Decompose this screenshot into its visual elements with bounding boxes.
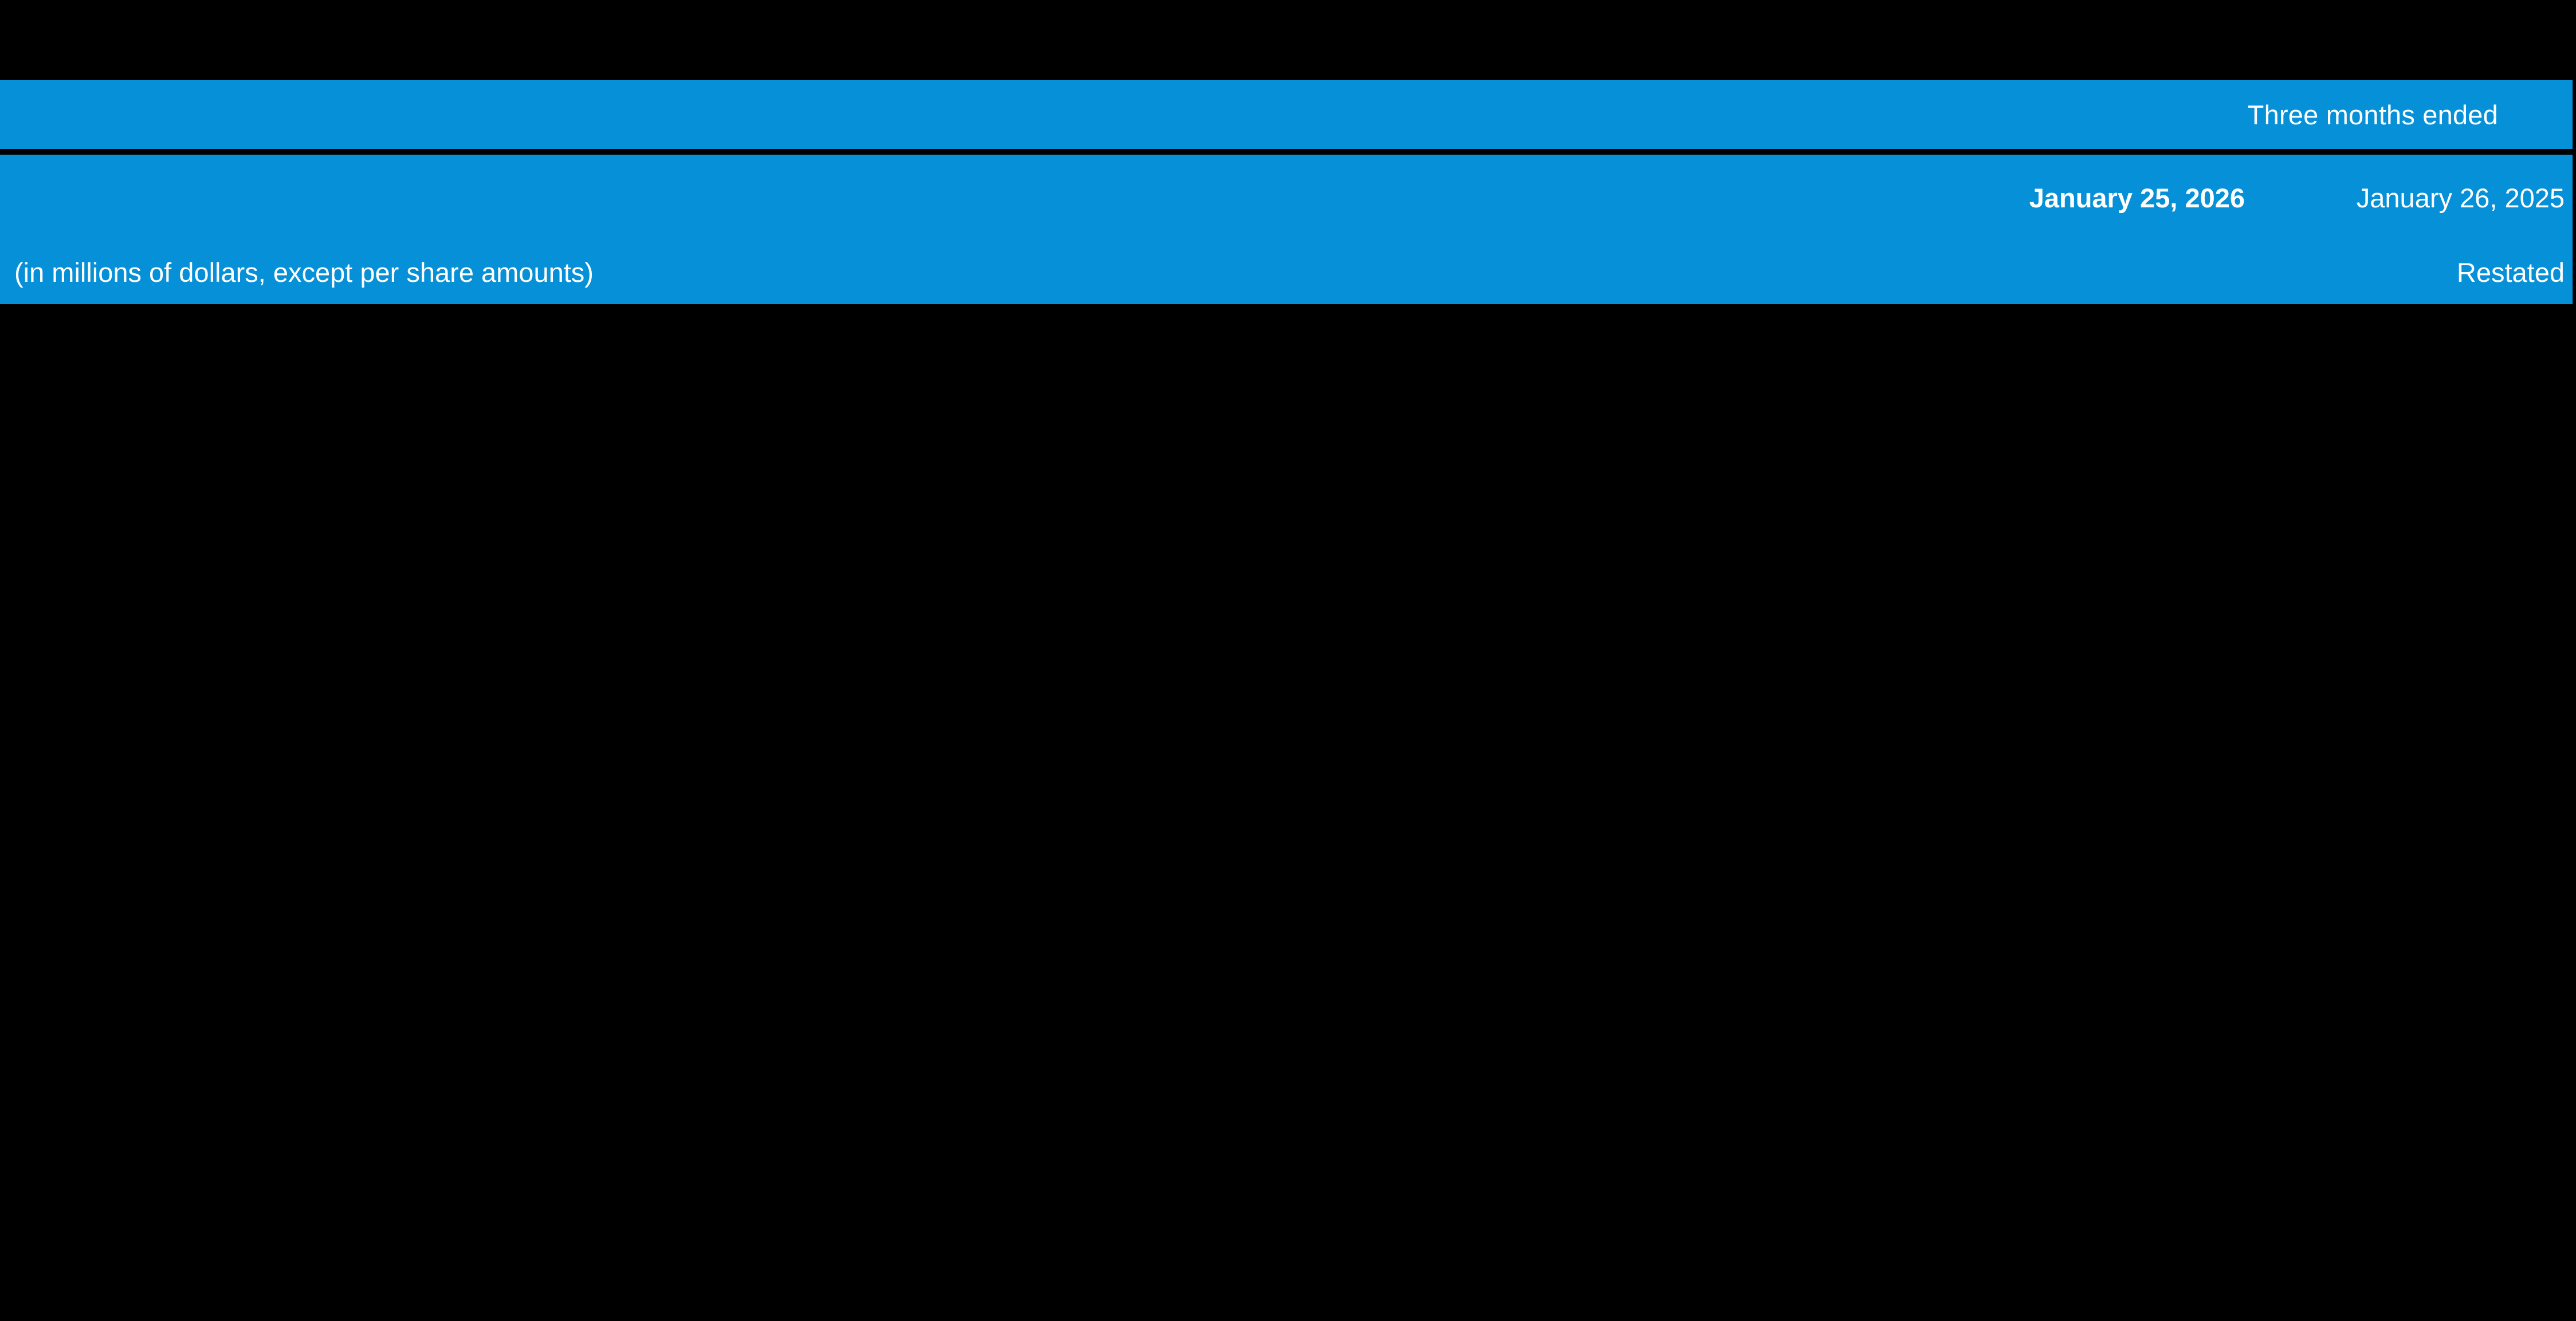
column-header-date-prior: January 26, 2025 [2356, 182, 2565, 213]
column-dates-row: January 25, 2026 January 26, 2025 [0, 155, 2573, 241]
restated-note: Restated [2456, 257, 2565, 288]
header-band-divider [0, 149, 2576, 155]
units-and-restated-row: (in millions of dollars, except per shar… [0, 241, 2573, 304]
column-header-date-current: January 25, 2026 [2029, 182, 2245, 213]
period-label: Three months ended [2247, 99, 2498, 130]
period-header-band: Three months ended [0, 80, 2573, 149]
statement-body-empty [0, 304, 2576, 1321]
units-note: (in millions of dollars, except per shar… [14, 257, 594, 288]
column-header-band: January 25, 2026 January 26, 2025 (in mi… [0, 155, 2573, 304]
